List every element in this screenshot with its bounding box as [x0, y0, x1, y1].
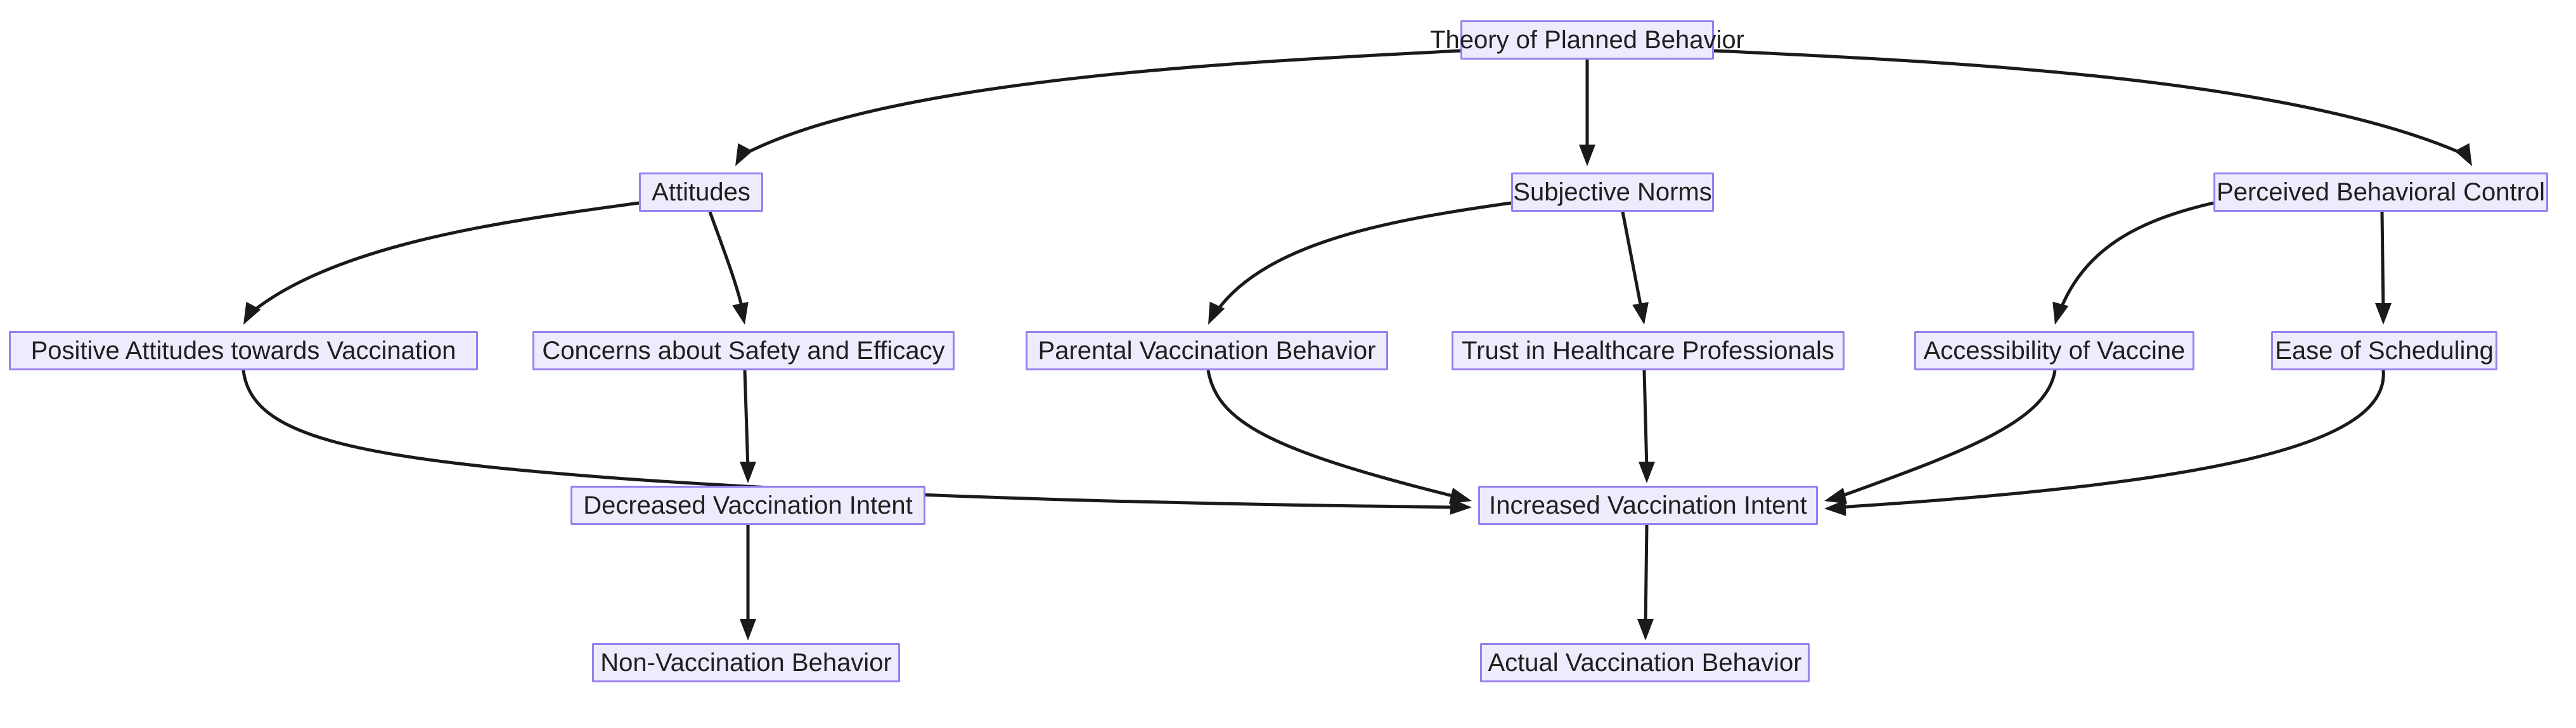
arrowhead-trust-to-incintent — [1639, 462, 1655, 483]
arrowhead-tpb-to-pbc — [2454, 143, 2472, 166]
arrowheads-group — [243, 143, 2472, 640]
node-decintent[interactable]: Decreased Vaccination Intent — [570, 486, 925, 525]
node-attitudes[interactable]: Attitudes — [639, 172, 763, 212]
node-label: Parental Vaccination Behavior — [1038, 337, 1376, 365]
arrowhead-attitudes-to-posatt — [243, 301, 261, 325]
node-label: Accessibility of Vaccine — [1923, 337, 2186, 365]
arrowhead-incintent-to-actualvax — [1637, 619, 1654, 640]
node-label: Positive Attitudes towards Vaccination — [30, 337, 456, 365]
edge-incintent-to-actualvax — [1644, 524, 1649, 627]
arrowhead-pbc-to-access — [2052, 301, 2069, 325]
node-label: Attitudes — [652, 178, 750, 206]
arrowhead-access-to-incintent — [1824, 488, 1848, 504]
edge-tpb-to-pbc — [1713, 49, 2460, 154]
edge-concerns-to-decintent — [743, 370, 750, 470]
edge-norms-to-parental — [1215, 201, 1512, 312]
node-ease[interactable]: Ease of Scheduling — [2271, 331, 2497, 370]
node-parental[interactable]: Parental Vaccination Behavior — [1026, 331, 1388, 370]
node-concerns[interactable]: Concerns about Safety and Efficacy — [532, 331, 955, 370]
arrowhead-concerns-to-decintent — [740, 462, 756, 483]
edge-pbc-to-ease — [2380, 211, 2385, 311]
arrowhead-tpb-to-attitudes — [735, 143, 753, 166]
node-label: Perceived Behavioral Control — [2216, 178, 2546, 206]
node-label: Ease of Scheduling — [2275, 337, 2494, 365]
node-label: Decreased Vaccination Intent — [583, 491, 913, 519]
arrowhead-decintent-to-nonvax — [740, 619, 756, 640]
arrowhead-tpb-to-norms — [1579, 145, 1595, 166]
edge-attitudes-to-posatt — [252, 201, 640, 312]
node-nonvax[interactable]: Non-Vaccination Behavior — [592, 643, 900, 682]
edge-parental-to-incintent — [1206, 370, 1459, 499]
node-actualvax[interactable]: Actual Vaccination Behavior — [1480, 643, 1810, 682]
arrowhead-attitudes-to-concerns — [732, 302, 749, 325]
node-incintent[interactable]: Increased Vaccination Intent — [1478, 486, 1818, 525]
arrowhead-posatt-to-incintent — [1450, 498, 1472, 515]
node-label: Concerns about Safety and Efficacy — [542, 337, 945, 365]
node-label: Subjective Norms — [1513, 178, 1712, 206]
node-label: Trust in Healthcare Professionals — [1462, 337, 1834, 365]
node-trust[interactable]: Trust in Healthcare Professionals — [1452, 331, 1845, 370]
arrowhead-norms-to-parental — [1208, 301, 1225, 325]
edge-trust-to-incintent — [1642, 370, 1649, 470]
node-pbc[interactable]: Perceived Behavioral Control — [2213, 172, 2548, 212]
node-access[interactable]: Accessibility of Vaccine — [1914, 331, 2194, 370]
arrowhead-parental-to-incintent — [1448, 488, 1472, 504]
node-label: Non-Vaccination Behavior — [600, 649, 892, 677]
arrowhead-pbc-to-ease — [2375, 303, 2392, 325]
edge-norms-to-trust — [1621, 211, 1644, 311]
edge-access-to-incintent — [1838, 370, 2057, 499]
node-label: Increased Vaccination Intent — [1489, 491, 1807, 519]
arrowhead-norms-to-trust — [1632, 302, 1649, 325]
edge-pbc-to-access — [2058, 201, 2214, 311]
edge-ease-to-incintent — [1838, 370, 2385, 509]
edge-attitudes-to-concerns — [708, 211, 745, 311]
node-norms[interactable]: Subjective Norms — [1511, 172, 1714, 212]
node-label: Theory of Planned Behavior — [1430, 26, 1744, 54]
node-posatt[interactable]: Positive Attitudes towards Vaccination — [9, 331, 478, 370]
arrowhead-ease-to-incintent — [1824, 499, 1846, 516]
edge-tpb-to-attitudes — [747, 49, 1461, 154]
node-label: Actual Vaccination Behavior — [1488, 649, 1802, 677]
node-tpb[interactable]: Theory of Planned Behavior — [1430, 20, 1744, 60]
